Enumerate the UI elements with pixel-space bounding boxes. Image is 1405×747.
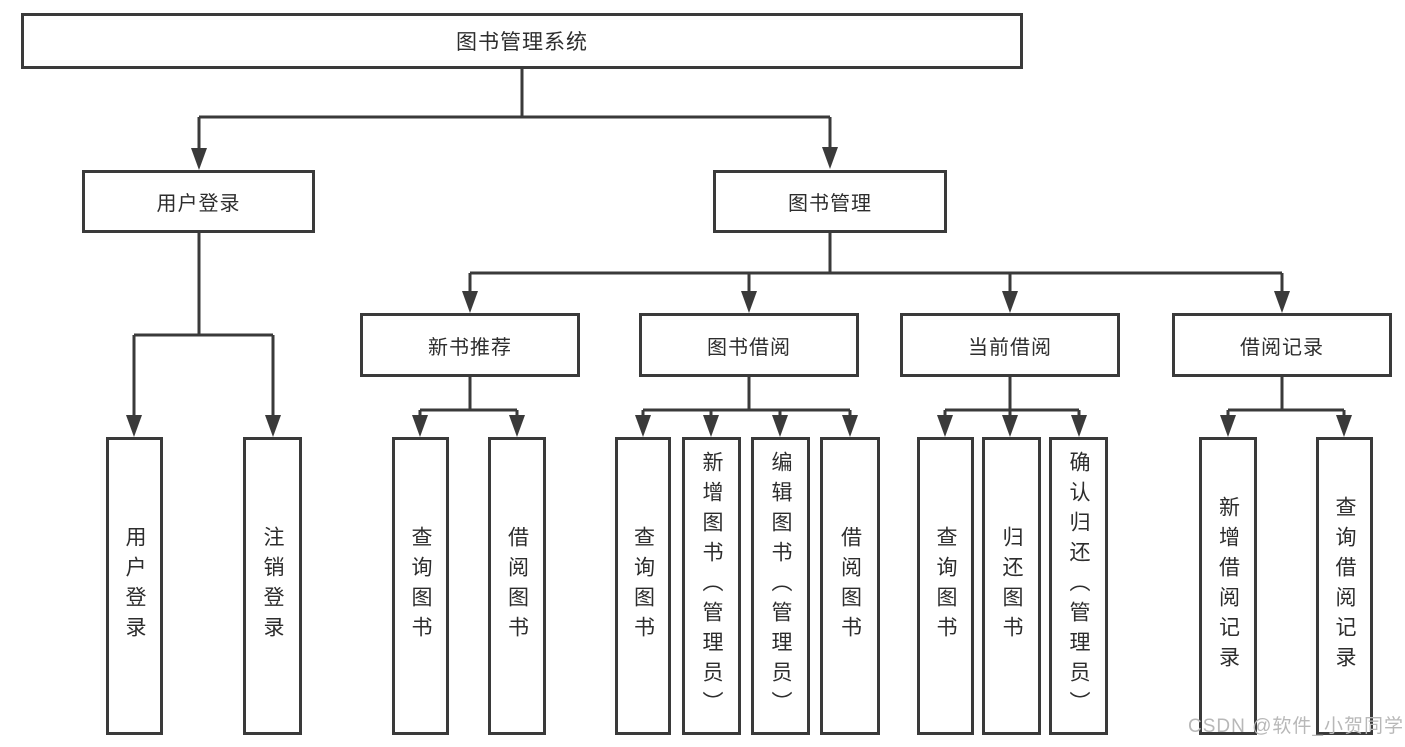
node-book-management: 图书管理 (713, 170, 947, 233)
node-current-borrow: 当前借阅 (900, 313, 1120, 377)
node-label: 借阅记录 (1240, 336, 1324, 359)
leaf-borrow-books: 借阅图书 (820, 437, 880, 735)
leaf-return-book: 归还图书 (982, 437, 1041, 735)
node-label: 查询图书 (934, 526, 957, 646)
csdn-watermark: CSDN @软件_小贺同学 (1188, 716, 1404, 737)
node-label: 当前借阅 (968, 336, 1052, 359)
node-label: 借阅图书 (505, 526, 529, 646)
node-user-login: 用户登录 (82, 170, 315, 233)
node-label: 图书借阅 (707, 336, 791, 359)
leaf-borrow-books-recommend: 借阅图书 (488, 437, 546, 735)
node-label: 归还图书 (1000, 526, 1023, 646)
leaf-confirm-return-admin: 确认归还（管理员） (1049, 437, 1108, 735)
leaf-query-books-current: 查询图书 (917, 437, 974, 735)
leaf-add-borrow-record: 新增借阅记录 (1199, 437, 1257, 735)
node-label: 注销登录 (261, 526, 284, 646)
leaf-user-login: 用户登录 (106, 437, 163, 735)
leaf-query-books-recommend: 查询图书 (392, 437, 449, 735)
node-label: 图书管理 (788, 193, 872, 215)
node-library-management-system: 图书管理系统 (21, 13, 1023, 69)
leaf-query-books-borrow: 查询图书 (615, 437, 671, 735)
node-label: 用户登录 (123, 526, 146, 646)
leaf-logout: 注销登录 (243, 437, 302, 735)
node-label: 借阅图书 (838, 526, 862, 646)
leaf-query-borrow-record: 查询借阅记录 (1316, 437, 1373, 735)
node-label: 编辑图书（管理员） (769, 451, 792, 721)
node-label: 新增图书（管理员） (700, 451, 723, 721)
leaf-edit-book-admin: 编辑图书（管理员） (751, 437, 810, 735)
leaf-add-book-admin: 新增图书（管理员） (682, 437, 741, 735)
node-label: 查询图书 (409, 526, 432, 646)
node-new-book-recommend: 新书推荐 (360, 313, 580, 377)
node-label: 用户登录 (156, 193, 241, 215)
node-label: 图书管理系统 (456, 31, 588, 54)
node-label: 查询图书 (631, 526, 655, 646)
node-borrow-records: 借阅记录 (1172, 313, 1392, 377)
node-label: 新增借阅记录 (1216, 496, 1240, 676)
node-book-borrow: 图书借阅 (639, 313, 859, 377)
node-label: 新书推荐 (428, 336, 512, 359)
node-label: 确认归还（管理员） (1067, 451, 1090, 721)
node-label: 查询借阅记录 (1333, 496, 1356, 676)
